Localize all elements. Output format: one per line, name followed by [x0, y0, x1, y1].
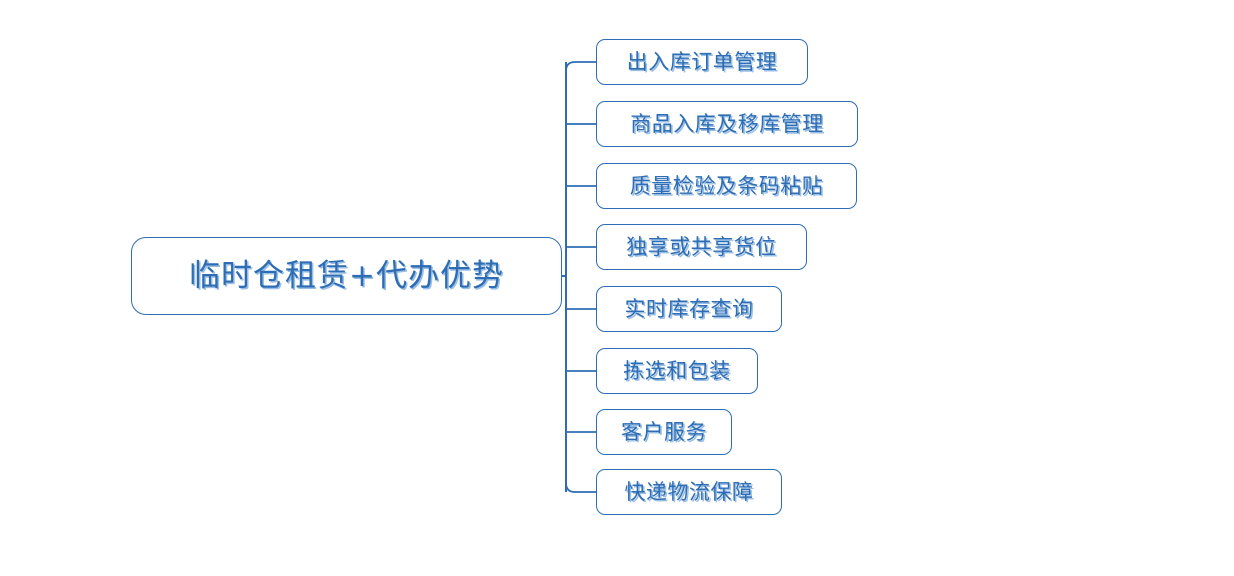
child-node[interactable]: 客户服务	[596, 409, 732, 455]
child-node[interactable]: 质量检验及条码粘贴	[596, 163, 857, 209]
child-node[interactable]: 拣选和包装	[596, 348, 758, 394]
child-node-label: 质量检验及条码粘贴	[629, 173, 824, 198]
child-node-label: 快递物流保障	[624, 479, 754, 504]
child-node[interactable]: 实时库存查询	[596, 286, 782, 332]
child-node[interactable]: 快递物流保障	[596, 469, 782, 515]
child-node-label: 拣选和包装	[623, 358, 731, 383]
child-node-label: 客户服务	[621, 419, 707, 444]
connector	[565, 482, 596, 493]
child-node-label: 独享或共享货位	[626, 234, 777, 259]
root-node-label: 临时仓租赁+代办优势	[189, 257, 504, 294]
child-node[interactable]: 独享或共享货位	[596, 224, 807, 270]
connector	[565, 61, 596, 72]
child-node-label: 出入库订单管理	[626, 49, 778, 74]
child-node[interactable]: 商品入库及移库管理	[596, 101, 858, 147]
root-node[interactable]: 临时仓租赁+代办优势	[131, 237, 562, 315]
child-node-label: 实时库存查询	[624, 296, 754, 321]
child-node-label: 商品入库及移库管理	[630, 111, 824, 136]
child-node[interactable]: 出入库订单管理	[596, 39, 808, 85]
